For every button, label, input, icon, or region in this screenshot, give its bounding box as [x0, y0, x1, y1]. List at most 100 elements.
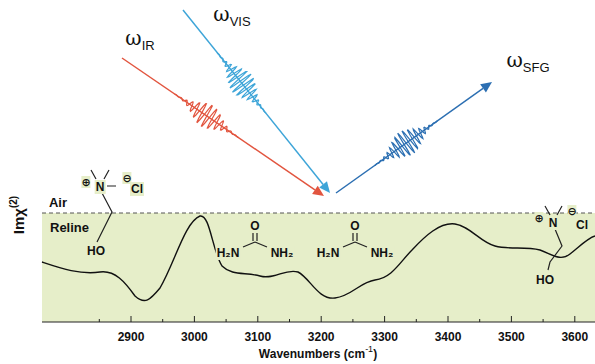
charge-symbol: ⊖ — [567, 202, 576, 218]
urea-bonds — [343, 232, 367, 247]
tick-label-text: 3300 — [371, 330, 398, 344]
air-interface-line — [42, 213, 595, 214]
tick-label: 2900 — [118, 328, 145, 344]
choline-chain — [548, 229, 562, 270]
atom-label-text: Cl — [575, 218, 589, 232]
atom-label-text: NH₂ — [370, 246, 395, 260]
spectrum-axes — [42, 213, 595, 322]
tick-label-text: 3000 — [181, 330, 208, 344]
major-tick — [511, 316, 512, 322]
atom-label: NH₂ — [370, 244, 395, 260]
tick-label-text: 2900 — [118, 330, 145, 344]
atom-label: N — [548, 214, 559, 230]
atom-label-text: HO — [535, 273, 555, 287]
atom-label: O — [349, 217, 360, 233]
major-tick — [194, 316, 195, 322]
axis-title-text: ) — [373, 347, 377, 361]
charge-symbol-text: ⊖ — [567, 205, 576, 217]
major-tick — [131, 316, 132, 322]
axis-title-text: -1 — [365, 344, 373, 354]
tick-label: 3400 — [435, 328, 462, 344]
beam-label: ωIR — [125, 28, 154, 52]
minor-tick — [99, 319, 100, 322]
beam-label-text: ω — [125, 26, 141, 50]
ir-beam — [122, 58, 315, 190]
axis-title: Wavenumbers (cm-1) — [259, 345, 377, 361]
tick-label: 3200 — [308, 328, 335, 344]
atom-label: H₂N — [216, 244, 241, 260]
vis-beam-head — [319, 181, 330, 193]
atom-label-text: NH₂ — [270, 246, 295, 260]
atom-label-text: HO — [86, 244, 106, 258]
beam-label: ωSFG — [506, 50, 549, 74]
atom-label: Cl — [130, 180, 144, 196]
atom-label: N — [95, 178, 106, 194]
tick-label-text: 3200 — [308, 330, 335, 344]
charge-symbol-text: ⊕ — [81, 176, 90, 188]
urea-bonds — [243, 232, 267, 247]
reline-band: Reline — [42, 213, 595, 322]
tick-label: 3300 — [371, 328, 398, 344]
axis-title-text: Imχ — [10, 208, 27, 234]
atom-label-text: O — [349, 219, 360, 233]
axis-title-text: (2) — [8, 196, 19, 208]
tick-label-text: 3500 — [498, 330, 525, 344]
vis-beam — [183, 10, 323, 184]
vis-wave-packet — [217, 53, 266, 113]
sfg-beam-head — [480, 82, 492, 92]
spectrum-curve — [42, 216, 595, 301]
minor-tick — [416, 319, 417, 322]
tick-label: 3000 — [181, 328, 208, 344]
ir-wave-packet — [175, 94, 239, 138]
choline-chain — [97, 193, 112, 242]
minor-tick — [226, 319, 227, 322]
sfg-beam — [336, 88, 483, 193]
tick-label: 3500 — [498, 328, 525, 344]
axis-title-text: Wavenumbers (cm — [259, 347, 365, 361]
atom-label: HO — [86, 242, 106, 258]
atom-label-text: H₂N — [316, 246, 341, 260]
tick-label: 3600 — [561, 328, 588, 344]
beam-label: ωVIS — [213, 4, 250, 28]
tick-label: 3100 — [244, 328, 271, 344]
minor-tick — [479, 319, 480, 322]
minor-tick — [162, 319, 163, 322]
laser-beams — [122, 10, 492, 196]
charge-symbol: ⊕ — [81, 173, 90, 189]
minor-tick — [352, 319, 353, 322]
atom-label: NH₂ — [270, 244, 295, 260]
tick-label-text: 3100 — [244, 330, 271, 344]
atom-label-text: N — [95, 180, 106, 194]
axis-ticks — [99, 316, 575, 322]
major-tick — [321, 316, 322, 322]
atom-label: H₂N — [316, 244, 341, 260]
molecule-bonds — [91, 170, 562, 270]
atom-label-text: N — [548, 216, 559, 230]
phase-label: Reline — [50, 220, 89, 235]
beam-label-text: VIS — [230, 14, 251, 29]
charge-symbol-text: ⊕ — [534, 212, 543, 224]
axis-title: Imχ(2) — [9, 196, 27, 234]
atom-label-text: O — [249, 219, 260, 233]
beam-label-text: ω — [213, 2, 229, 26]
minor-tick — [543, 319, 544, 322]
atom-label: Cl — [575, 216, 589, 232]
phase-label-text: Air — [49, 195, 67, 210]
tick-label-text: 3400 — [435, 330, 462, 344]
atom-label-text: Cl — [130, 182, 144, 196]
x-axis-line — [42, 322, 595, 323]
sfg-wave-packet — [375, 121, 438, 166]
tick-label-text: 3600 — [561, 330, 588, 344]
atom-label: HO — [535, 271, 555, 287]
atom-label: O — [249, 217, 260, 233]
charge-symbol: ⊕ — [534, 209, 543, 225]
beam-label-text: ω — [506, 48, 522, 72]
phase-label: Air — [49, 194, 67, 210]
major-tick — [384, 316, 385, 322]
choline-methyl-bonds — [545, 206, 562, 215]
beam-label-text: IR — [142, 38, 155, 53]
major-tick — [257, 316, 258, 322]
beam-label-text: SFG — [523, 60, 550, 75]
minor-tick — [289, 319, 290, 322]
atom-label-text: H₂N — [216, 246, 241, 260]
